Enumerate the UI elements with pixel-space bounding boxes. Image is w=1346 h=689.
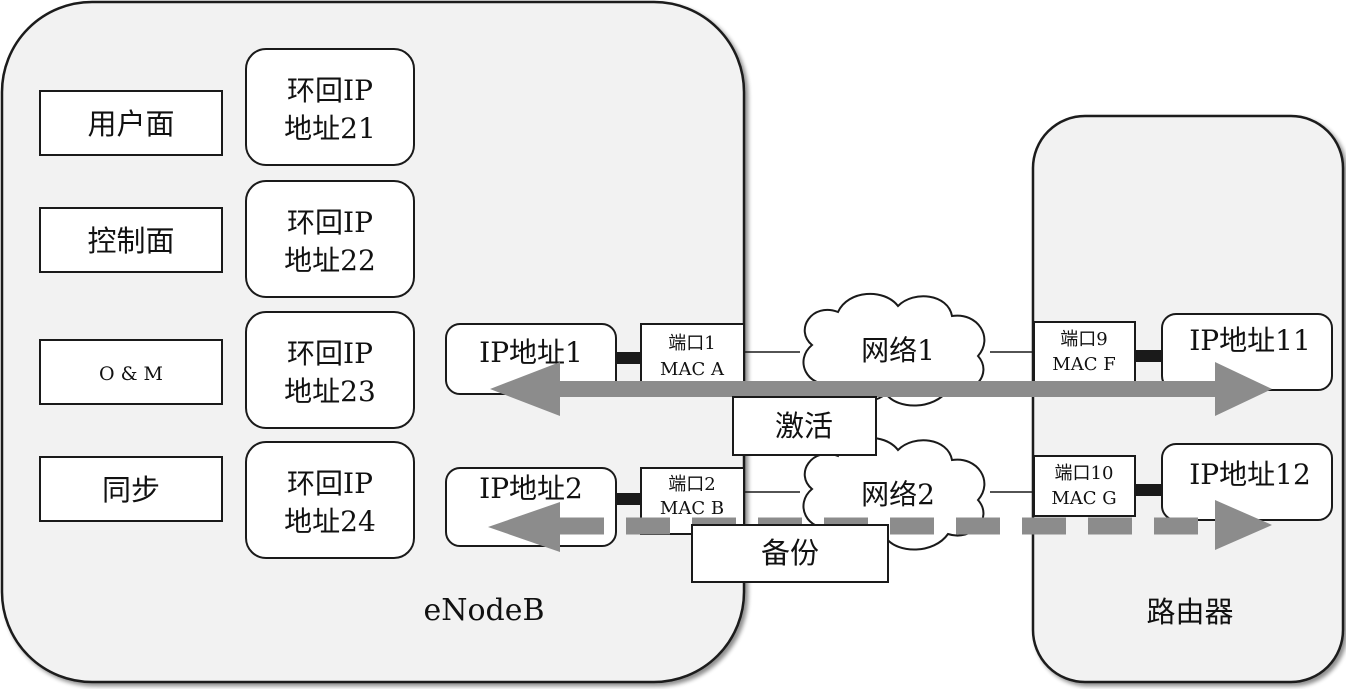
router-ip-12-label: IP地址12	[1189, 458, 1311, 491]
port-2-label: 端口2	[668, 474, 715, 495]
port-10-mac: MAC G	[1051, 488, 1116, 509]
port-9-mac: MAC F	[1052, 354, 1115, 375]
enodeb-port-1: 端口1 MAC A	[640, 323, 745, 391]
enodeb-label: eNodeB	[423, 593, 544, 628]
loopback-ip-24: 环回IP 地址24	[245, 441, 415, 559]
port-9-label: 端口9	[1060, 329, 1107, 350]
network-1-label: 网络1	[861, 334, 935, 367]
plane-control-label: 控制面	[87, 224, 174, 258]
backup-label-box: 备份	[691, 524, 889, 583]
router-label: 路由器	[1146, 595, 1233, 629]
loopback-21-line1: 环回IP	[287, 74, 373, 107]
backup-link-arrow	[488, 500, 1272, 552]
network-1-cloud: 网络1	[802, 293, 986, 407]
plane-control: 控制面	[39, 207, 223, 273]
active-label-box: 激活	[732, 396, 877, 456]
enodeb-ip-2-label: IP地址2	[479, 472, 583, 505]
loopback-22-line2: 地址22	[284, 244, 376, 277]
port-10-label: 端口10	[1055, 463, 1114, 484]
router-ip-address-11: IP地址11	[1161, 313, 1333, 391]
router-port-10: 端口10 MAC G	[1033, 455, 1136, 517]
router-port-9: 端口9 MAC F	[1033, 321, 1136, 383]
plane-user: 用户面	[39, 90, 223, 156]
network-2-label: 网络2	[861, 478, 935, 511]
plane-oam-label: O & M	[99, 363, 163, 385]
port-1-label: 端口1	[668, 333, 715, 354]
plane-sync-label: 同步	[102, 473, 160, 507]
loopback-24-line2: 地址24	[284, 505, 376, 538]
connector-ip2-port2	[616, 493, 642, 505]
plane-user-label: 用户面	[87, 107, 174, 141]
connector-port9-ip11	[1135, 350, 1163, 362]
router-container	[1031, 114, 1345, 684]
loopback-21-line2: 地址21	[284, 112, 376, 145]
loopback-ip-23: 环回IP 地址23	[245, 311, 415, 429]
loopback-23-line2: 地址23	[284, 375, 376, 408]
router-ip-11-label: IP地址11	[1189, 324, 1311, 357]
active-link-arrow	[490, 362, 1272, 416]
backup-label: 备份	[761, 536, 819, 570]
connector-ip1-port1	[616, 352, 642, 364]
plane-oam: O & M	[39, 339, 223, 405]
enodeb-port-2: 端口2 MAC B	[640, 467, 745, 535]
active-label: 激活	[775, 409, 833, 443]
enodeb-ip-1-label: IP地址1	[479, 336, 583, 369]
loopback-24-line1: 环回IP	[287, 467, 373, 500]
port-2-mac: MAC B	[660, 498, 724, 519]
plane-sync: 同步	[39, 456, 223, 522]
router-ip-address-12: IP地址12	[1161, 443, 1333, 521]
loopback-ip-22: 环回IP 地址22	[245, 180, 415, 298]
loopback-23-line1: 环回IP	[287, 337, 373, 370]
loopback-ip-21: 环回IP 地址21	[245, 48, 415, 166]
connector-port10-ip12	[1135, 484, 1163, 496]
loopback-22-line1: 环回IP	[287, 206, 373, 239]
port-1-mac: MAC A	[660, 359, 725, 380]
